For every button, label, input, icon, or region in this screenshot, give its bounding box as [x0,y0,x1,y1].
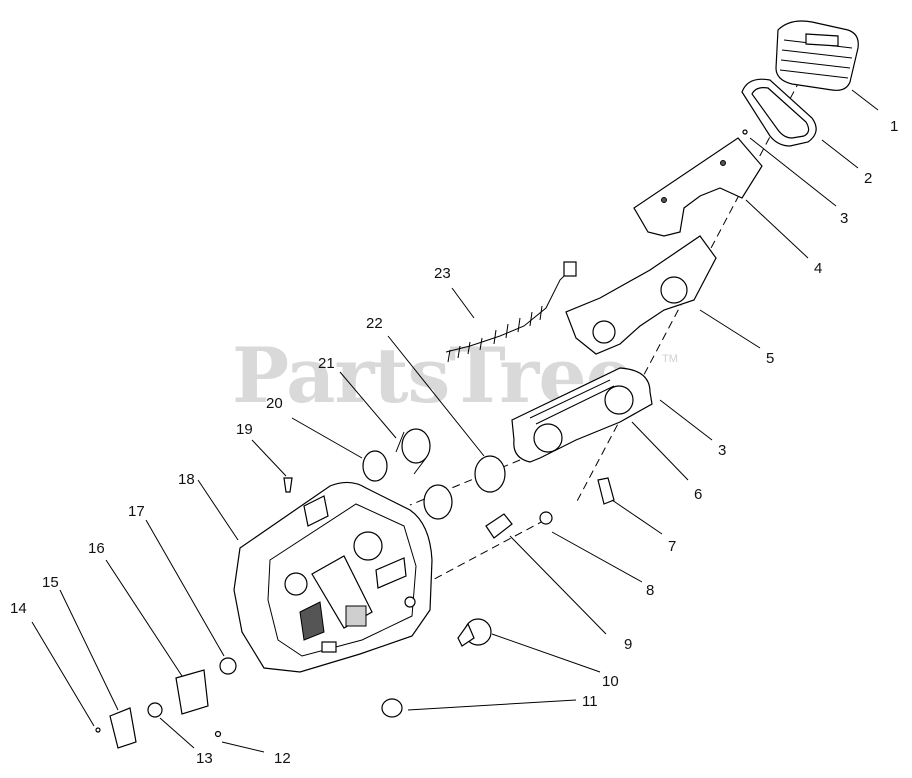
callout-9: 9 [624,636,632,653]
callout-1: 1 [890,118,898,135]
part-11-socket[interactable] [381,698,403,718]
part-8-nut[interactable] [539,511,553,525]
callout-8: 8 [646,582,654,599]
callout-20: 20 [266,395,283,412]
part-7-pin[interactable] [597,477,615,505]
part-14-15-clip[interactable] [109,707,137,749]
part-10-bulb[interactable] [457,618,492,647]
part-23-harness[interactable] [445,261,577,363]
callout-14: 14 [10,600,27,617]
callout-22: 22 [366,315,383,332]
callout-2: 2 [864,170,872,187]
part-22-bezel[interactable] [474,455,506,493]
part-20-ring[interactable] [362,450,388,482]
callout-21: 21 [318,355,335,372]
leader-lines [31,89,879,753]
part-16-socket[interactable] [175,669,209,715]
callout-18: 18 [178,471,195,488]
part-6-bracket[interactable] [511,367,653,463]
callout-labels: 1 2 3 4 5 3 6 7 8 9 10 11 12 13 14 15 16… [10,118,898,767]
callout-17: 17 [128,503,145,520]
callout-3: 3 [840,210,848,227]
assembly-axis-lower [394,519,546,601]
part-18-console[interactable] [233,481,433,673]
part-19-screw[interactable] [283,477,293,493]
callout-10: 10 [602,673,619,690]
part-21-bezel[interactable] [395,428,431,475]
part-9-switch[interactable] [485,513,513,539]
callout-13: 13 [196,750,213,767]
part-13-bulb[interactable] [147,702,163,718]
watermark-trademark: TM [662,353,678,365]
callout-5: 5 [766,350,774,367]
part-1-cover[interactable] [775,20,859,91]
callout-11: 11 [582,693,598,710]
callout-6: 6 [694,486,702,503]
callout-12: 12 [274,750,291,767]
part-5-panel[interactable] [565,235,717,355]
part-12-screw[interactable] [214,730,222,738]
part-14-screw[interactable] [95,727,101,733]
part-4-panel[interactable] [633,129,763,237]
part-20-ring-second[interactable] [423,484,453,520]
part-2-gasket[interactable] [741,78,817,147]
callout-4: 4 [814,260,822,277]
callout-19: 19 [236,421,253,438]
callout-23: 23 [434,265,451,282]
callout-3-lower: 3 [718,442,726,459]
callout-7: 7 [668,538,676,555]
part-17-bulb[interactable] [219,657,237,675]
callout-16: 16 [88,540,105,557]
callout-15: 15 [42,574,59,591]
